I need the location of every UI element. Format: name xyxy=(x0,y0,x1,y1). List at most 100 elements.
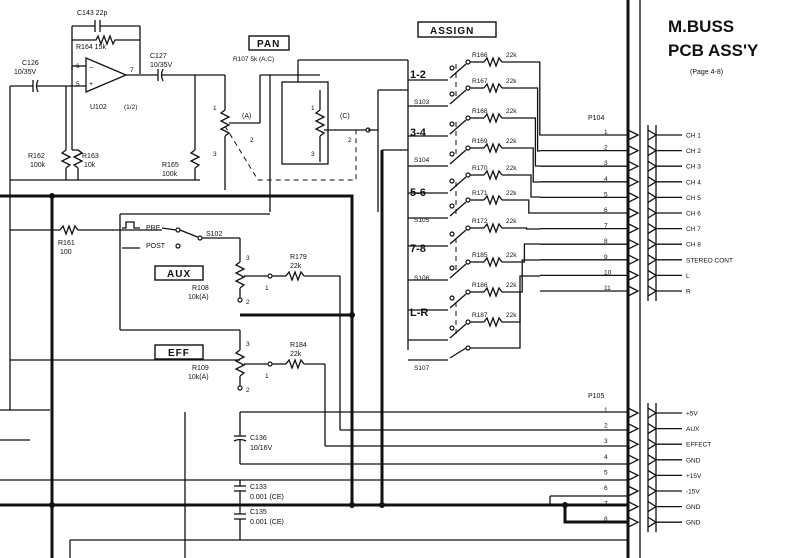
p104-signal-label: CH 8 xyxy=(686,242,701,249)
r179-value: 22k xyxy=(290,263,302,270)
assign-group-label: 1-2 xyxy=(410,69,426,81)
assign-resistor-name: R172 xyxy=(472,218,488,225)
switch-contact xyxy=(449,91,455,97)
assign-resistor-name: R169 xyxy=(472,138,488,145)
assign-switch-name: S107 xyxy=(414,365,430,372)
p104-pin-number: 1 xyxy=(604,129,608,136)
svg-text:+: + xyxy=(89,81,93,88)
aux-label: AUX xyxy=(167,269,191,280)
c136-label: C136 xyxy=(250,435,267,442)
connector-pin-arrow xyxy=(627,238,640,250)
connector-pin-arrow xyxy=(627,254,640,266)
eff-pin1: 1 xyxy=(265,373,269,380)
p104-signal-label: L xyxy=(686,273,690,280)
assign-resistor-value: 22k xyxy=(506,138,517,145)
connector-pin-arrow xyxy=(627,176,640,188)
pan-c-pin2: 2 xyxy=(348,137,352,144)
assign-resistor-value: 22k xyxy=(506,78,517,85)
p105-signal-label: -15V xyxy=(686,489,700,496)
connector-pin-arrow xyxy=(627,454,640,466)
s102-label: S102 xyxy=(206,231,222,238)
pan-a-pin3: 3 xyxy=(213,151,217,158)
switch-contact xyxy=(449,121,455,127)
connector-pin-arrow xyxy=(627,223,640,235)
eff-pin3: 3 xyxy=(246,341,250,348)
connector-pin-arrow xyxy=(627,191,640,203)
switch-contact xyxy=(449,265,455,271)
r163-label: R163 xyxy=(82,153,99,160)
c127-value: 10/35V xyxy=(150,62,173,69)
switch-contact xyxy=(449,178,455,184)
assign-label: ASSIGN xyxy=(430,26,474,37)
aux-pin1: 1 xyxy=(265,285,269,292)
assign-resistor-value: 22k xyxy=(506,218,517,225)
assign-resistor-value: 22k xyxy=(506,282,517,289)
title-line2: PCB ASS'Y xyxy=(668,41,759,60)
p104-pin-number: 6 xyxy=(604,207,608,214)
r107-label: R107 5k (A,C) xyxy=(233,56,274,63)
eff-section: EFF 3 2 R109 10k(A) 1 R184 22k xyxy=(154,330,628,447)
assign-resistor-symbol xyxy=(483,82,503,94)
switch-contact xyxy=(449,295,455,301)
r108-label: R108 xyxy=(192,285,209,292)
r162-value: 100k xyxy=(30,162,46,169)
assign-resistor-symbol xyxy=(483,256,503,268)
r165-label: R165 xyxy=(162,162,179,169)
p104-pin-number: 10 xyxy=(604,269,612,276)
p105-signal-label: +15V xyxy=(686,473,702,480)
p105-pin-number: 5 xyxy=(604,469,608,476)
aux-pin3: 3 xyxy=(246,255,250,262)
assign-resistor-symbol xyxy=(483,112,503,124)
p104-signal-label: CH 4 xyxy=(686,179,701,186)
p105-signal-label: GND xyxy=(686,520,701,527)
switch-contact xyxy=(465,197,471,203)
pan-section: PAN R107 5k (A,C) 1 3 (A) 2 1 3 (C) 2 xyxy=(195,35,408,212)
assign-group-label: 7-8 xyxy=(410,243,426,255)
p105-pin-number: 7 xyxy=(604,501,608,508)
assign-group-label: L-R xyxy=(410,307,428,319)
switch-contact xyxy=(449,151,455,157)
p104-signal-label: STEREO CONT xyxy=(686,257,733,264)
assign-resistor-value: 22k xyxy=(506,108,517,115)
switch-contact xyxy=(465,259,471,265)
eff-box xyxy=(154,344,204,360)
assign-resistor-name: R185 xyxy=(472,252,488,259)
p105-pin-number: 3 xyxy=(604,438,608,445)
switch-contact xyxy=(465,225,471,231)
pre-label: PRE xyxy=(146,225,161,232)
switch-contact xyxy=(449,203,455,209)
post-label: POST xyxy=(146,243,166,250)
switch-contact xyxy=(465,59,471,65)
p104-pin-number: 8 xyxy=(604,238,608,245)
p105-signal-label: EFFECT xyxy=(686,442,711,449)
assign-resistor-value: 22k xyxy=(506,252,517,259)
u102-label: U102 xyxy=(90,104,107,111)
p104-pin-number: 2 xyxy=(604,145,608,152)
switch-contact xyxy=(465,319,471,325)
connector-pin-arrow xyxy=(627,407,640,419)
connector-pin-arrow xyxy=(627,285,640,297)
u102-half-label: (1/2) xyxy=(124,104,137,111)
bus-lines xyxy=(0,150,628,558)
svg-text:−: − xyxy=(89,65,93,72)
p104-signal-label: CH 6 xyxy=(686,211,701,218)
c127-label: C127 xyxy=(150,53,167,60)
title-line1: M.BUSS xyxy=(668,17,734,36)
assign-resistor-value: 22k xyxy=(506,52,517,59)
assign-switch-name: S106 xyxy=(414,275,430,282)
p104-label: P104 xyxy=(588,115,604,122)
c135-label: C135 xyxy=(250,509,267,516)
title-block: M.BUSS PCB ASS'Y (Page 4-8) xyxy=(626,0,759,558)
c143-label: C143 22p xyxy=(77,10,107,17)
p105-label: P105 xyxy=(588,393,604,400)
assign-switch-name: S103 xyxy=(414,99,430,106)
assign-resistor-symbol xyxy=(483,286,503,298)
eff-pin2: 2 xyxy=(246,387,250,394)
assign-switch-name: S104 xyxy=(414,157,430,164)
assign-resistor-name: R166 xyxy=(472,52,488,59)
pan-a-pin1: 1 xyxy=(213,105,217,112)
assign-resistor-symbol xyxy=(483,194,503,206)
assign-resistor-value: 22k xyxy=(506,165,517,172)
